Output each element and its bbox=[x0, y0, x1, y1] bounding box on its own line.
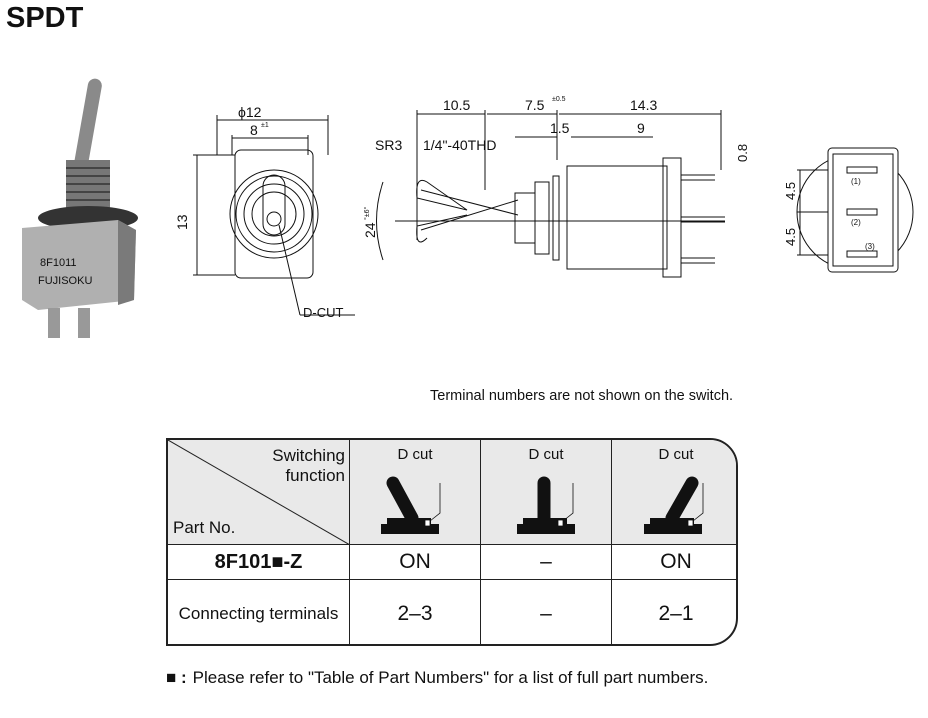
column-label: D cut bbox=[658, 446, 694, 463]
dim-width-tol: ±1 bbox=[261, 122, 269, 129]
footnote-text: Please refer to "Table of Part Numbers" … bbox=[192, 668, 709, 687]
toggle-center-icon bbox=[517, 476, 575, 534]
dim-angle: 24 bbox=[362, 222, 378, 238]
photo-marking-2: FUJISOKU bbox=[38, 275, 92, 287]
terminal-1-label: (1) bbox=[851, 177, 861, 186]
dim-angle-tol: °±6° bbox=[363, 206, 371, 220]
terminal-3-label: (3) bbox=[865, 242, 875, 251]
terminal-note: Terminal numbers are not shown on the sw… bbox=[430, 388, 734, 404]
dim-1-5: 1.5 bbox=[550, 120, 570, 136]
dim-diameter: ϕ12 bbox=[238, 104, 262, 120]
photo-marking-1: 8F1011 bbox=[40, 257, 77, 269]
column-label: D cut bbox=[528, 446, 564, 463]
switching-function-table: Switching function Part No. D cut D cut … bbox=[166, 438, 738, 646]
terminals-right: 2–1 bbox=[658, 602, 694, 625]
toggle-left-icon bbox=[381, 476, 441, 534]
toggle-right-icon bbox=[644, 476, 704, 534]
dim-width: 8 bbox=[250, 122, 258, 138]
dim-14-3: 14.3 bbox=[630, 97, 657, 113]
terminals-center: – bbox=[481, 580, 612, 644]
footnote-symbol: ■ : bbox=[166, 668, 187, 687]
dim-7-5-tol: ±0.5 bbox=[552, 96, 566, 103]
column-header-center: D cut bbox=[481, 440, 612, 545]
d-cut-label: D-CUT bbox=[303, 305, 343, 320]
state-center: – bbox=[481, 545, 612, 580]
footnote: ■ : Please refer to "Table of Part Numbe… bbox=[166, 666, 746, 690]
state-right: ON bbox=[612, 545, 736, 580]
state-left: ON bbox=[350, 545, 481, 580]
end-view-drawing: 4.5 4.5 (1) (2) (3) bbox=[783, 147, 914, 273]
dim-9: 9 bbox=[637, 120, 645, 136]
switch-photo: 8F1011 FUJISOKU bbox=[22, 78, 138, 338]
page-title: SPDT bbox=[6, 2, 84, 34]
column-label: D cut bbox=[397, 446, 433, 463]
dim-10-5: 10.5 bbox=[443, 97, 470, 113]
dim-7-5: 7.5 bbox=[525, 97, 545, 113]
terminal-2-label: (2) bbox=[851, 218, 861, 227]
dim-height: 13 bbox=[175, 214, 190, 230]
thread-label: 1/4"-40THD bbox=[423, 137, 496, 153]
side-view-drawing: 10.5 7.5 ±0.5 14.3 1.5 9 SR3 1/4"-40THD … bbox=[362, 96, 750, 278]
sr3-label: SR3 bbox=[375, 137, 402, 153]
front-view-drawing: ϕ12 8 ±1 13 D-CUT bbox=[175, 104, 355, 320]
header-part-no: Part No. bbox=[173, 518, 236, 537]
dim-pitch-2: 4.5 bbox=[783, 228, 798, 246]
dim-0-8: 0.8 bbox=[735, 144, 750, 162]
column-header-left: D cut bbox=[350, 440, 481, 545]
terminals-left: 2–3 bbox=[350, 580, 481, 644]
table-corner-header: Switching function Part No. bbox=[168, 440, 350, 545]
connecting-terminals-label: Connecting terminals bbox=[168, 580, 350, 644]
column-header-right: D cut bbox=[612, 440, 736, 545]
dim-pitch-1: 4.5 bbox=[783, 182, 798, 200]
part-number-cell: 8F101■-Z bbox=[168, 545, 350, 580]
header-switching-function: Switching function bbox=[272, 446, 345, 485]
